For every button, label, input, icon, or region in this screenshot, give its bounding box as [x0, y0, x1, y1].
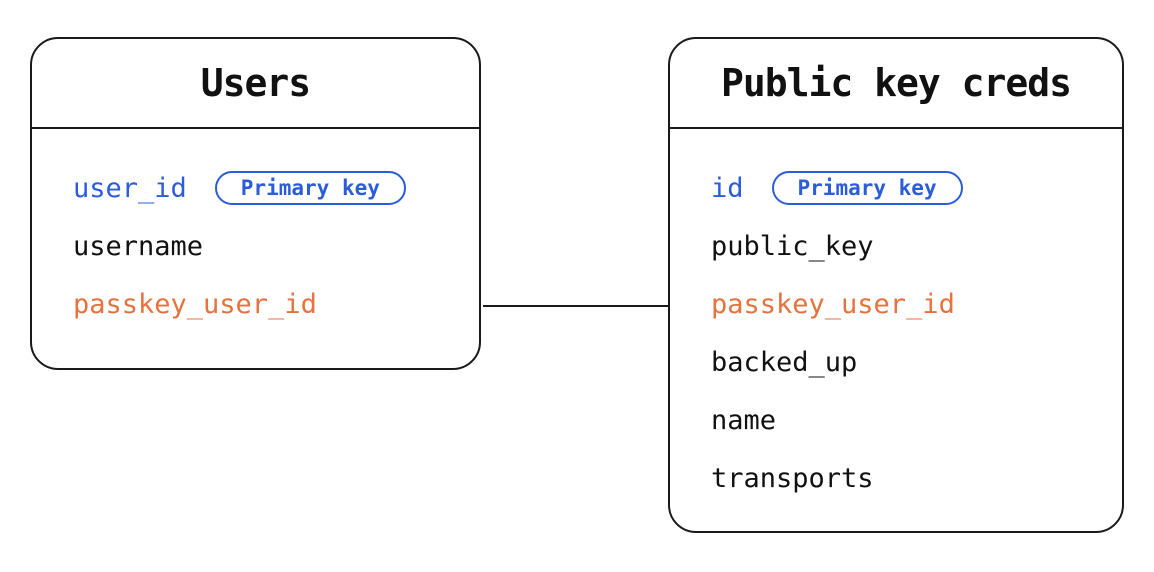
primary-key-badge: Primary key: [771, 171, 963, 205]
entity-header: Users: [32, 39, 479, 129]
field-row: id Primary key: [711, 159, 1122, 217]
field-name: passkey_user_id: [711, 288, 955, 320]
entity-title-users: Users: [200, 61, 311, 105]
field-name: user_id: [73, 172, 187, 204]
field-row: backed_up: [711, 333, 1122, 391]
primary-key-badge: Primary key: [214, 171, 406, 205]
entity-header: Public key creds: [670, 39, 1122, 129]
relationship-line: [483, 305, 668, 307]
field-row: username: [73, 217, 479, 275]
field-name: public_key: [711, 230, 874, 262]
entity-users: Users user_id Primary key username passkey_…: [30, 37, 481, 370]
field-row: transports: [711, 449, 1122, 507]
field-name: backed_up: [711, 346, 858, 378]
entity-fields-users: user_id Primary key username passkey_user_i…: [32, 129, 479, 333]
field-name: id: [711, 172, 744, 204]
field-name: transports: [711, 462, 874, 494]
field-name: passkey_user_id: [73, 288, 317, 320]
field-name: name: [711, 404, 777, 436]
entity-public-key-creds: Public key creds id Primary key public_key…: [668, 37, 1124, 533]
field-row: user_id Primary key: [73, 159, 479, 217]
entity-title-public-key-creds: Public key creds: [720, 61, 1072, 105]
field-row: passkey_user_id: [73, 275, 479, 333]
field-row: public_key: [711, 217, 1122, 275]
field-row: name: [711, 391, 1122, 449]
field-row: passkey_user_id: [711, 275, 1122, 333]
field-name: username: [73, 230, 204, 262]
